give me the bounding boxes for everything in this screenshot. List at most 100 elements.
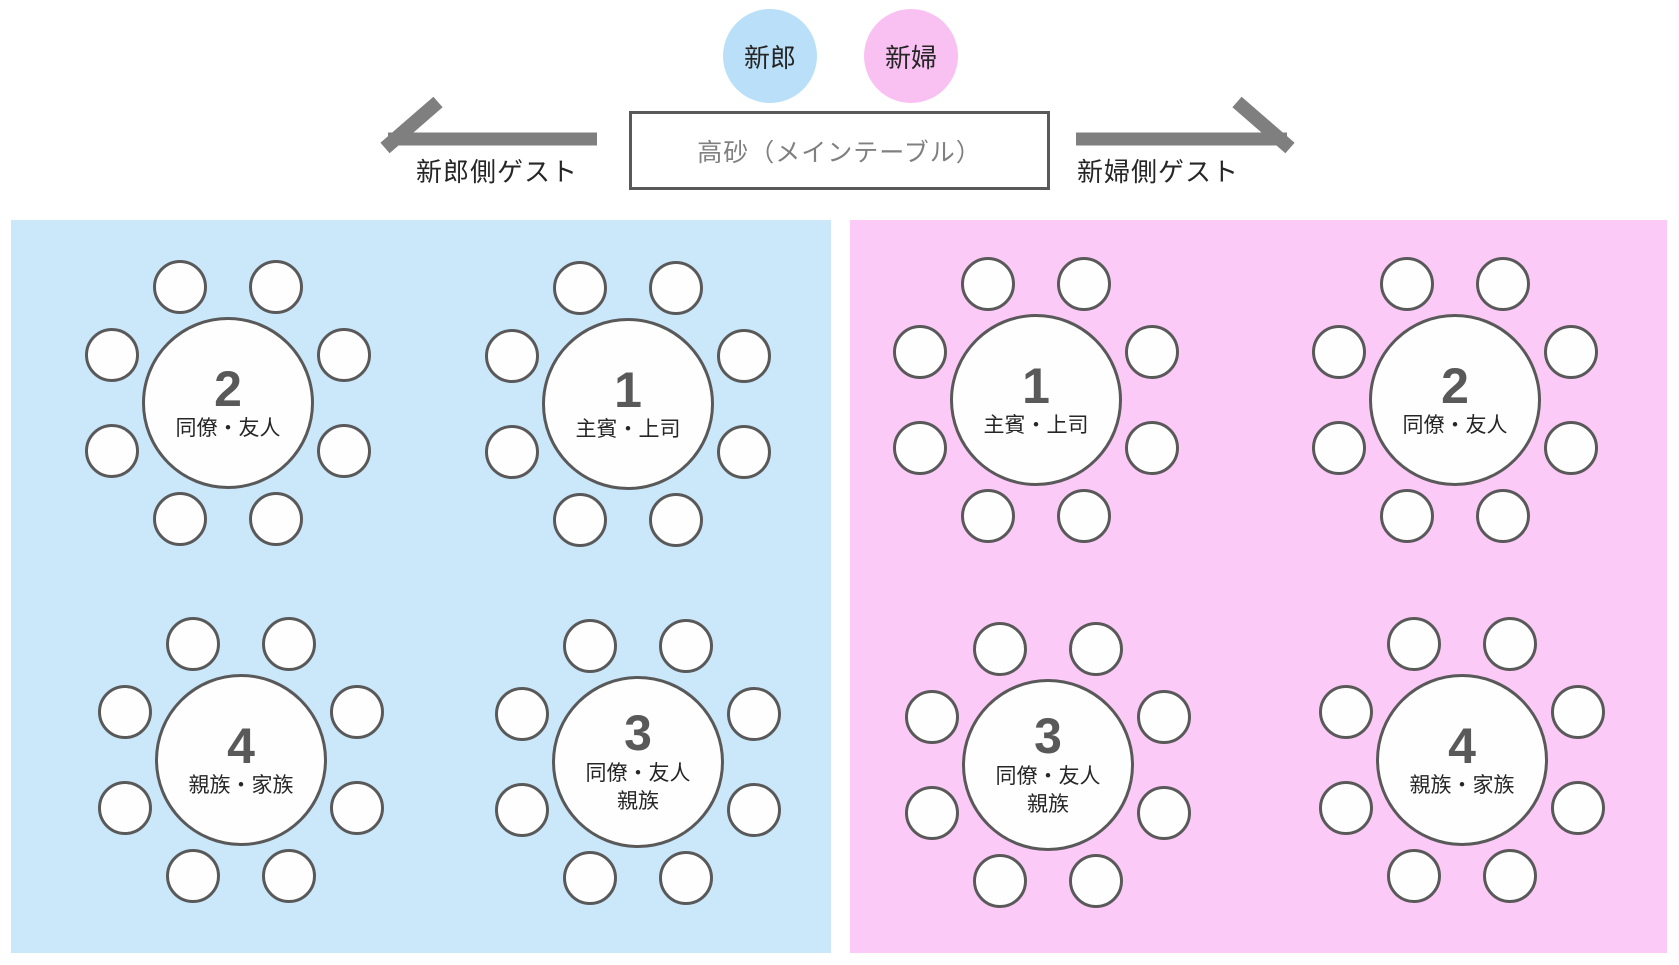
guest-seat	[649, 493, 704, 548]
table-number: 1	[614, 361, 642, 418]
guest-seat	[1483, 616, 1538, 671]
guest-seat	[552, 493, 607, 548]
guest-seat	[1057, 256, 1112, 311]
guest-seat	[1311, 421, 1366, 476]
guest-seat	[165, 849, 220, 904]
guest-seat	[330, 684, 385, 739]
guest-seat	[1125, 421, 1180, 476]
guest-seat	[97, 684, 152, 739]
guest-seat	[330, 781, 385, 836]
guest-seat	[562, 618, 617, 673]
guest-seat	[727, 686, 782, 741]
guest-seat	[84, 424, 139, 479]
guest-seat	[1544, 421, 1599, 476]
table-number: 1	[1022, 357, 1050, 414]
guest-seat	[494, 783, 549, 838]
guest-seat	[1057, 489, 1112, 544]
main-table-box: 高砂（メインテーブル）	[629, 111, 1050, 190]
table-category-label: 親族・家族	[188, 774, 294, 798]
table-number: 3	[1034, 708, 1062, 765]
guest-seat	[1311, 324, 1366, 379]
guest-seat	[152, 492, 207, 547]
guest-seat	[960, 256, 1015, 311]
table-category-label: 同僚・友人	[585, 761, 691, 785]
bride-seat-circle: 新婦	[864, 9, 958, 103]
table-number: 2	[1441, 357, 1469, 414]
table-category-label: 同僚・友人	[1402, 414, 1508, 438]
table-category-label: 主賓・上司	[983, 414, 1089, 438]
right-arrow-icon	[1076, 96, 1295, 154]
groom-seat-circle: 新郎	[723, 9, 817, 103]
guest-seat	[972, 854, 1027, 909]
guest-seat	[717, 328, 772, 383]
guest-seat	[494, 686, 549, 741]
guest-seat	[1379, 489, 1434, 544]
guest-seat	[552, 260, 607, 315]
table-category-label: 親族・家族	[1409, 774, 1515, 798]
guest-seat	[1476, 256, 1531, 311]
guest-seat	[960, 489, 1015, 544]
guest-seat	[1125, 324, 1180, 379]
guest-seat	[892, 421, 947, 476]
guest-seat	[97, 781, 152, 836]
guest-seat	[1318, 684, 1373, 739]
table-number: 4	[227, 717, 255, 774]
table-category-label: 同僚・友人	[175, 417, 281, 441]
left-arrow-icon	[380, 96, 597, 154]
guest-seat	[1069, 854, 1124, 909]
guest-seat	[249, 259, 304, 314]
guest-seat	[1551, 684, 1606, 739]
guest-seat	[262, 616, 317, 671]
guest-seat	[84, 327, 139, 382]
bride-side-guests-label: 新婦側ゲスト	[1076, 157, 1239, 187]
guest-seat	[1551, 781, 1606, 836]
guest-seat	[904, 786, 959, 841]
guest-seat	[1069, 621, 1124, 676]
table-number: 4	[1448, 717, 1476, 774]
guest-seat	[249, 492, 304, 547]
guest-seat	[1386, 616, 1441, 671]
guest-seat	[659, 618, 714, 673]
guest-seat	[165, 616, 220, 671]
table-number: 2	[214, 360, 242, 417]
guest-seat	[152, 259, 207, 314]
guest-seat	[649, 260, 704, 315]
guest-seat	[1137, 689, 1192, 744]
guest-seat	[892, 324, 947, 379]
table-number: 3	[624, 705, 652, 762]
main-table-label: 高砂（メインテーブル）	[697, 138, 982, 167]
guest-seat	[317, 327, 372, 382]
bride-seat-label: 新婦	[884, 42, 937, 73]
guest-seat	[484, 425, 539, 480]
table-category-label: 主賓・上司	[575, 418, 681, 442]
guest-seat	[317, 424, 372, 479]
table-category-label: 親族	[1027, 793, 1069, 817]
guest-seat	[972, 621, 1027, 676]
table-category-label: 親族	[617, 790, 659, 814]
table-category-label: 同僚・友人	[995, 764, 1101, 788]
guest-seat	[727, 783, 782, 838]
guest-seat	[1483, 849, 1538, 904]
guest-seat	[717, 425, 772, 480]
guest-seat	[262, 849, 317, 904]
guest-seat	[484, 328, 539, 383]
groom-side-guests-label: 新郎側ゲスト	[415, 157, 578, 187]
guest-seat	[904, 689, 959, 744]
guest-seat	[1386, 849, 1441, 904]
